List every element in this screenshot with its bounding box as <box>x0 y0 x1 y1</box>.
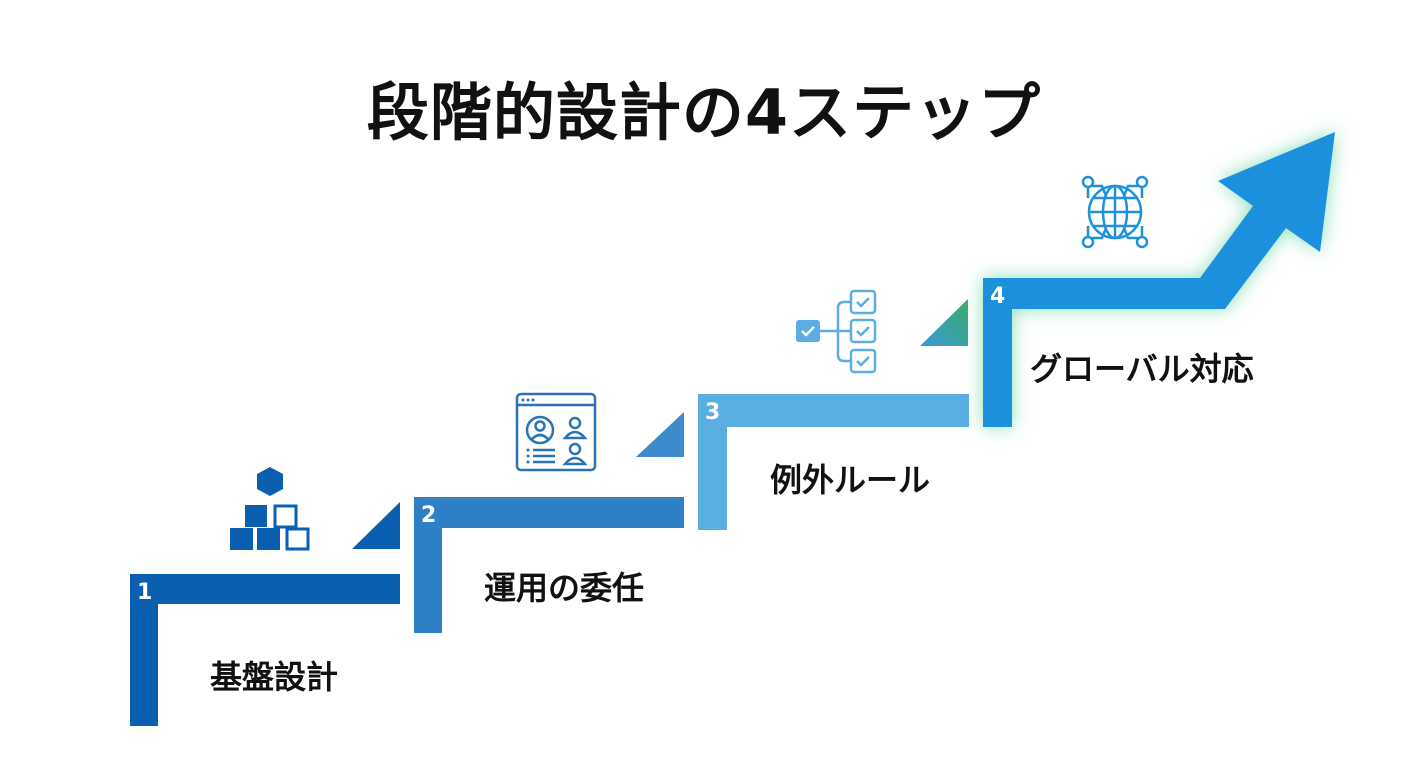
step-3-label: 例外ルール <box>770 461 931 499</box>
step-2-number: 2 <box>421 503 437 528</box>
network-globe-icon <box>1081 175 1149 249</box>
user-management-window-icon <box>515 392 597 472</box>
checklist-tree-icon <box>796 289 877 374</box>
step-1-label: 基盤設計 <box>210 658 339 696</box>
page-title: 段階的設計の4ステップ <box>366 76 1042 149</box>
step-4-number: 4 <box>990 284 1006 309</box>
step-1-riser-triangle <box>352 502 400 549</box>
step-1-number: 1 <box>137 580 153 605</box>
step-2-label: 運用の委任 <box>484 569 645 607</box>
blocks-icon <box>230 467 310 551</box>
step-4-label: グローバル対応 <box>1030 350 1254 388</box>
step-1-bar <box>130 574 400 726</box>
step-2-bar <box>414 497 684 633</box>
step-4-arrow <box>983 132 1335 427</box>
step-3-bar <box>698 394 969 530</box>
step-3-number: 3 <box>705 400 721 425</box>
step-3-riser-triangle <box>920 299 968 346</box>
step-2-riser-triangle <box>636 412 684 457</box>
